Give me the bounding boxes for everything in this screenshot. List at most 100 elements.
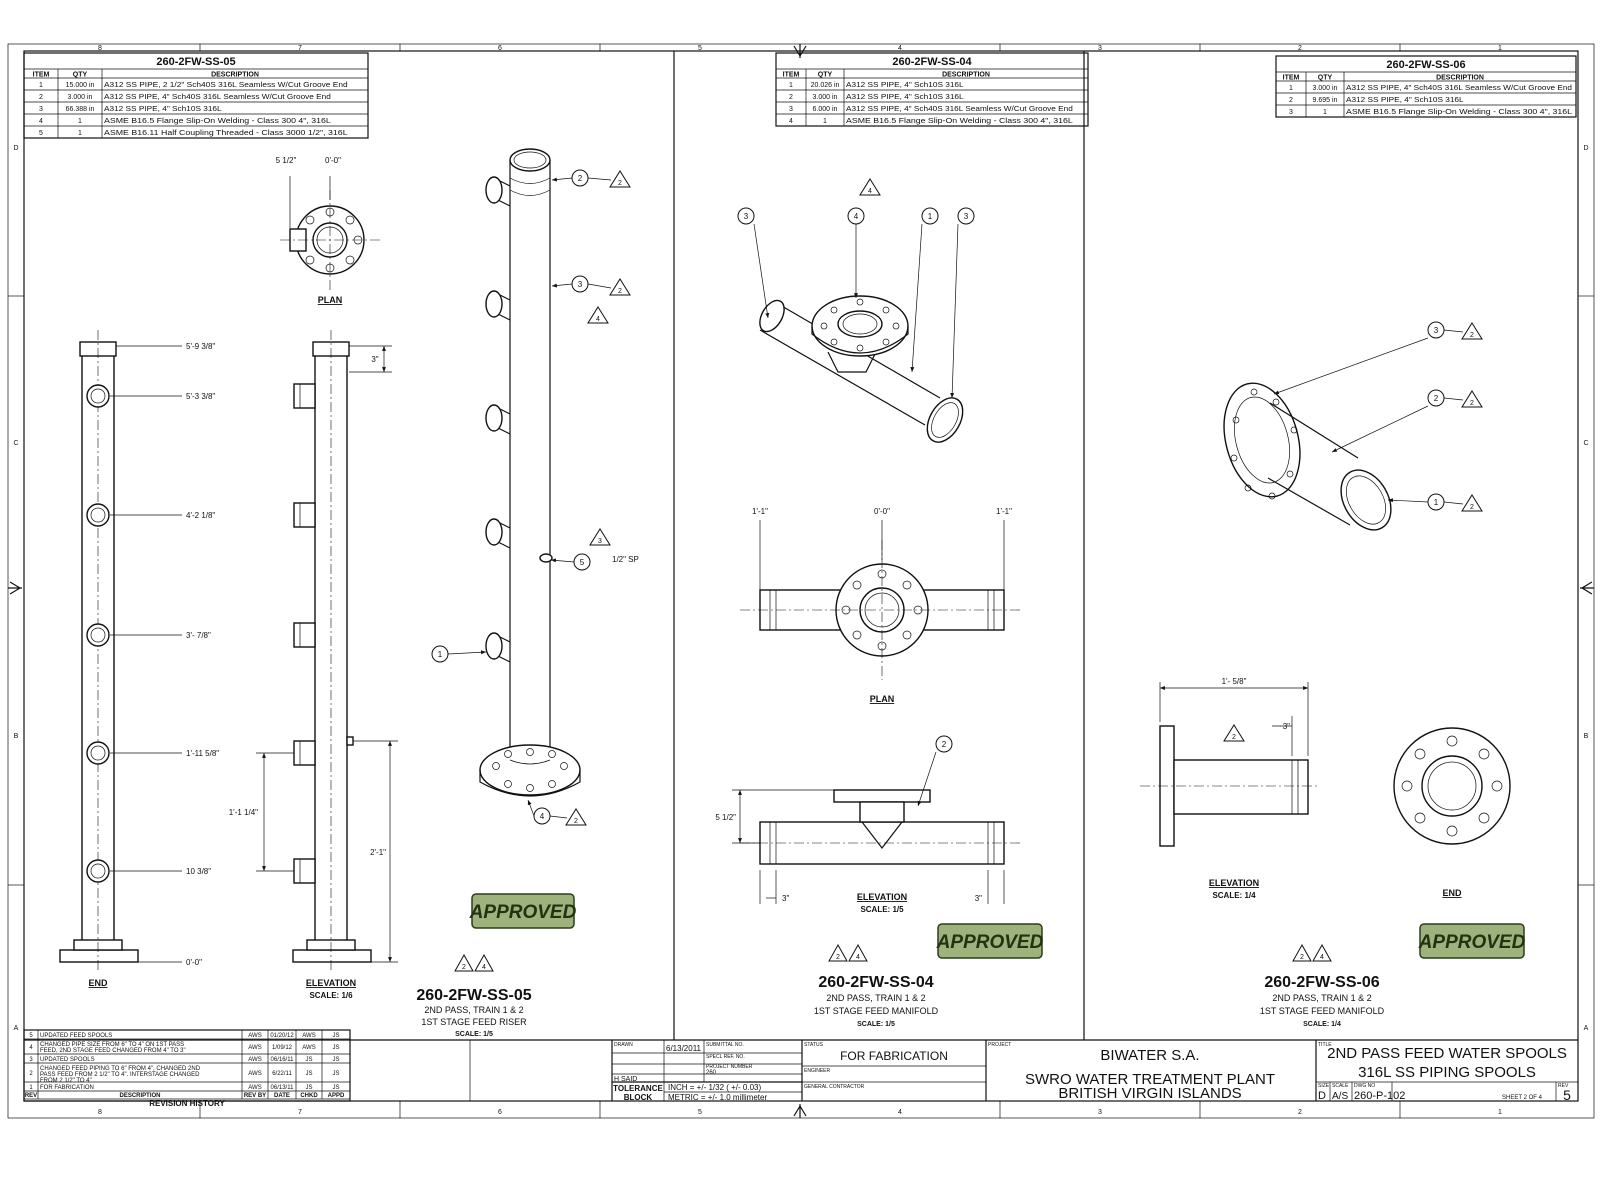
bom-qty-cell: 3.000 in bbox=[68, 94, 93, 101]
location-name: BRITISH VIRGIN ISLANDS bbox=[1058, 1085, 1241, 1102]
revision-description: FOR FABRICATION bbox=[40, 1085, 94, 1091]
ss05-elev-branches bbox=[293, 383, 316, 884]
revision-triangle-number: 2 bbox=[1470, 504, 1474, 511]
svg-text:4: 4 bbox=[856, 954, 860, 961]
ss06-elev-dim-2: 3" bbox=[1283, 722, 1290, 731]
bom-qty-cell: 6.000 in bbox=[813, 106, 838, 113]
zone-bottom-2: 2 bbox=[1298, 1109, 1302, 1116]
ss05-dim-d9: 2'-1" bbox=[370, 848, 386, 857]
zone-bottom-5: 5 bbox=[698, 1109, 702, 1116]
rev-label: REV bbox=[1558, 1083, 1569, 1089]
tolerance-metric: METRIC = +/- 1.0 millimeter bbox=[668, 1093, 767, 1102]
general-contractor-label: GENERAL CONTRACTOR bbox=[804, 1084, 865, 1090]
center-mark-bottom bbox=[793, 1104, 807, 1118]
zone-top-2: 2 bbox=[1298, 45, 1302, 52]
engineer-label: ENGINEER bbox=[804, 1068, 831, 1074]
ss05-title-id: 260-2FW-SS-05 bbox=[416, 987, 531, 1004]
zone-right-c: C bbox=[1583, 440, 1588, 447]
inner-border bbox=[23, 50, 1579, 1102]
ss06-elevation-scale: SCALE: 1/4 bbox=[1212, 891, 1256, 900]
bom-description-cell: ASME B16.5 Flange Slip-On Welding - Clas… bbox=[1346, 109, 1572, 116]
revision-cell: AWS bbox=[302, 1033, 315, 1039]
callout-item-number: 3 bbox=[1434, 326, 1439, 335]
project-label: PROJECT bbox=[988, 1042, 1011, 1048]
title-block: DRAWN 6/13/2011 SUBMITTAL NO. SPECL REF.… bbox=[469, 1040, 1578, 1103]
revision-triangle: 3 bbox=[589, 528, 611, 546]
ss04-title: 260-2FW-SS-04 2ND PASS, TRAIN 1 & 2 1ST … bbox=[814, 974, 939, 1028]
callout-balloon: 3 bbox=[950, 207, 975, 399]
zone-top-3: 3 bbox=[1098, 45, 1102, 52]
bom-item-cell: 2 bbox=[789, 94, 793, 101]
callout-item-number: 1 bbox=[438, 650, 443, 659]
callout-item-number: 3 bbox=[578, 280, 583, 289]
ss06-elevation-label: ELEVATION bbox=[1209, 878, 1259, 888]
revision-cell: JS bbox=[332, 1045, 339, 1051]
revision-triangle: 4 bbox=[587, 306, 609, 324]
ss04-elevation-view: 5 1/2" 3" 3" ELEVATION SCALE: 1/5 bbox=[715, 789, 1020, 914]
bom-qty-cell: 3.000 in bbox=[813, 94, 838, 101]
size-value: D bbox=[1318, 1090, 1326, 1102]
zone-left-b: B bbox=[14, 733, 19, 740]
zone-ticks bbox=[8, 44, 1594, 1118]
svg-text:3: 3 bbox=[598, 538, 602, 545]
ss04-plan-dim-1: 1'-1" bbox=[752, 507, 768, 516]
approved-stamp-ss04: APPROVED bbox=[936, 923, 1044, 959]
revision-cell: 3 bbox=[29, 1057, 33, 1063]
revision-header-cell: APPD bbox=[328, 1093, 345, 1099]
bom-header-cell: ITEM bbox=[1283, 75, 1300, 82]
bom-header-cell: QTY bbox=[1318, 75, 1333, 82]
ss06-isometric-view bbox=[1223, 382, 1392, 531]
bom-qty-cell: 20.026 in bbox=[811, 82, 840, 89]
size-label: SIZE bbox=[1318, 1083, 1330, 1089]
ss04-isometric-view bbox=[759, 295, 964, 443]
approved-stamp-ss06: APPROVED bbox=[1418, 923, 1526, 959]
revision-cell: 01/20/12 bbox=[270, 1033, 294, 1039]
ss05-isometric-view bbox=[479, 148, 581, 797]
bom-header-cell: DESCRIPTION bbox=[211, 72, 259, 79]
drawing-title-2: 316L SS PIPING SPOOLS bbox=[1358, 1064, 1536, 1081]
tolerance-inch: INCH = +/- 1/32 ( +/- 0.03) bbox=[668, 1083, 761, 1092]
bom-frame bbox=[1275, 55, 1577, 118]
bom-description-cell: A312 SS PIPE, 4" Sch10S 316L bbox=[846, 94, 964, 101]
bom-qty-cell: 1 bbox=[78, 130, 82, 137]
svg-text:APPROVED: APPROVED bbox=[1418, 932, 1526, 953]
revision-cell: AWS bbox=[248, 1085, 261, 1091]
revision-cell: JS bbox=[305, 1071, 312, 1077]
callout-balloon: 1 bbox=[431, 645, 487, 663]
bom-qty-cell: 9.695 in bbox=[1313, 97, 1338, 104]
revision-header-cell: REV BY bbox=[244, 1093, 266, 1099]
bom-header-cell: DESCRIPTION bbox=[942, 72, 990, 79]
revision-triangle: 2 bbox=[1223, 724, 1245, 742]
svg-text:2: 2 bbox=[462, 964, 466, 971]
ss05-elevation-label: ELEVATION bbox=[306, 978, 356, 988]
svg-text:2: 2 bbox=[1300, 954, 1304, 961]
company-name: BIWATER S.A. bbox=[1100, 1047, 1199, 1064]
project-number: 260 bbox=[706, 1070, 717, 1076]
zone-right-d: D bbox=[1583, 145, 1588, 152]
zone-top-7: 7 bbox=[298, 45, 302, 52]
revision-cell: 1 bbox=[29, 1085, 33, 1091]
ss06-title-line1: 2ND PASS, TRAIN 1 & 2 bbox=[1272, 993, 1371, 1003]
rev-value: 5 bbox=[1563, 1087, 1571, 1103]
ss05-dim-d5: 1'-11 5/8" bbox=[186, 749, 219, 758]
revision-header-cell: CHKD bbox=[300, 1093, 318, 1099]
ss05-title: 260-2FW-SS-05 2ND PASS, TRAIN 1 & 2 1ST … bbox=[416, 987, 531, 1038]
revision-triangle-number: 2 bbox=[1470, 332, 1474, 339]
callout-balloon: 32 bbox=[551, 275, 631, 296]
revision-description: FROM 2 1/2" TO 4" bbox=[40, 1078, 92, 1084]
ss05-dim-d7: 0'-0" bbox=[186, 958, 202, 967]
revision-description: UPDATED FEED SPOOLS bbox=[40, 1033, 112, 1039]
bom-frame bbox=[23, 52, 369, 139]
svg-text:APPROVED: APPROVED bbox=[469, 902, 577, 923]
dwg-no: 260-P-102 bbox=[1354, 1090, 1405, 1102]
zone-top-6: 6 bbox=[498, 45, 502, 52]
ss05-elevation-scale: SCALE: 1/6 bbox=[309, 991, 353, 1000]
revision-cell: JS bbox=[332, 1057, 339, 1063]
ss04-plan-dim-2: 0'-0" bbox=[874, 507, 890, 516]
ss06-elevation-view: 1'- 5/8" 3" ELEVATION SCALE: 1/4 bbox=[1140, 677, 1320, 900]
callout-balloon: 12 bbox=[1387, 493, 1483, 512]
zone-top-8: 8 bbox=[98, 45, 102, 52]
revision-cell: AWS bbox=[248, 1033, 261, 1039]
callout-item-number: 1 bbox=[1434, 498, 1439, 507]
